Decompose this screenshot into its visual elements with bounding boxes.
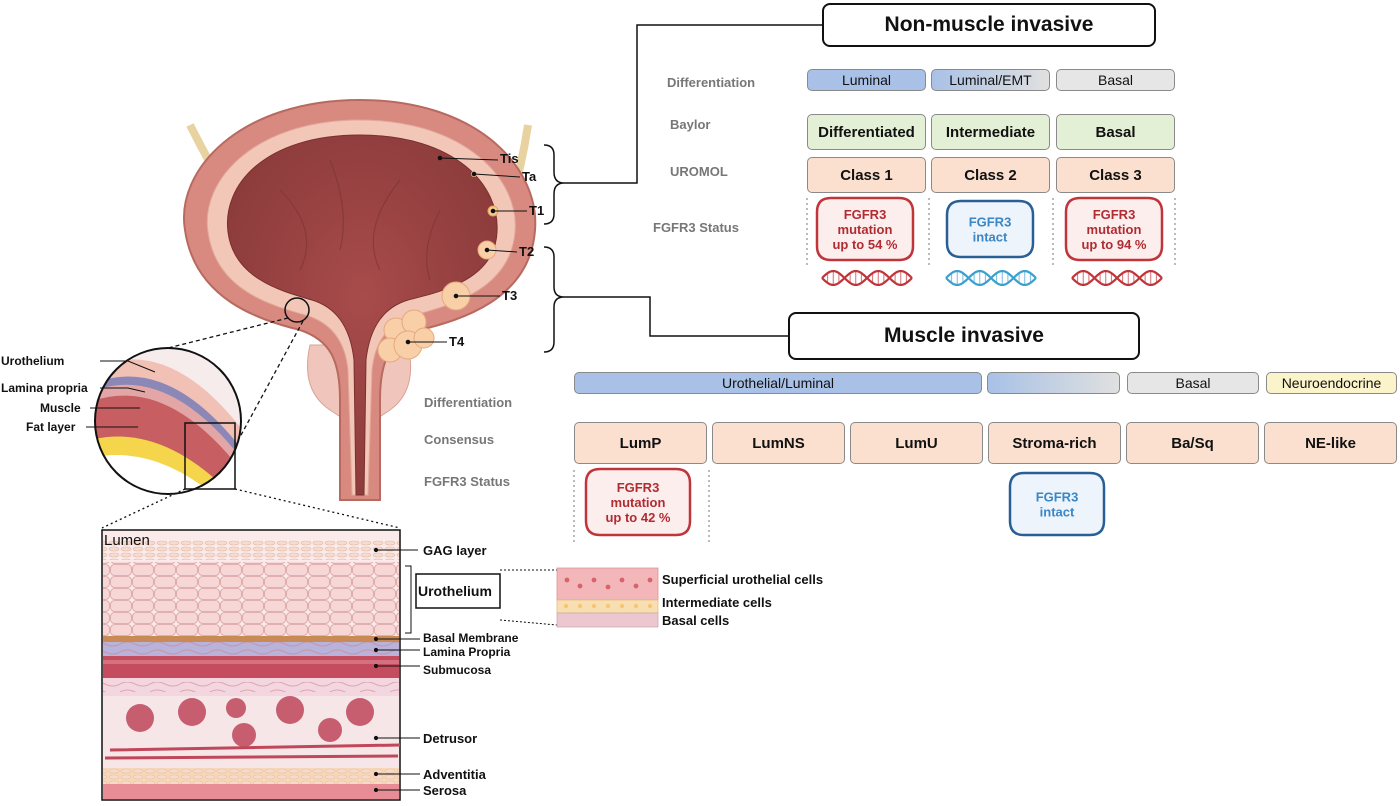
dna-strand — [1071, 270, 1163, 286]
fgfr3-badge-text: FGFR3 — [969, 215, 1012, 230]
mi-bracket — [543, 246, 565, 353]
mi-diff-basal: Basal — [1127, 372, 1259, 394]
wall-label-adventitia: Adventitia — [423, 767, 486, 782]
fgfr3-badge-text: mutation — [1087, 222, 1142, 237]
wall-leaders — [373, 547, 420, 793]
mag-label-urothelium: Urothelium — [1, 354, 65, 368]
fgfr3-badge-mutation — [1064, 196, 1164, 262]
baylor-differentiated: Differentiated — [807, 114, 926, 150]
nmi-bracket — [543, 144, 565, 225]
wall-label-lamina-propria: Lamina Propria — [423, 645, 511, 659]
urothelium-cells — [556, 567, 659, 628]
zoom-source-circle — [284, 297, 310, 323]
dna-strand — [821, 270, 913, 286]
consensus-ba-sq: Ba/Sq — [1126, 422, 1259, 464]
fgfr3-badge-text: FGFR3 — [1093, 207, 1136, 222]
fgfr3-badge-text: FGFR3 — [844, 207, 887, 222]
fgfr3-badge-text: up to 94 % — [1081, 237, 1146, 252]
fgfr3-badge-text: up to 42 % — [605, 510, 670, 525]
nmi-diff-basal: Basal — [1056, 69, 1175, 91]
lumen-label: Lumen — [104, 532, 150, 549]
uromol-class-1: Class 1 — [807, 157, 926, 193]
dna-icons — [821, 270, 1163, 286]
wall-label-serosa: Serosa — [423, 783, 467, 798]
wall-label-urothelium: Urothelium — [418, 583, 492, 599]
mi-row-label-consensus: Consensus — [424, 432, 495, 447]
consensus-stroma-rich: Stroma-rich — [988, 422, 1121, 464]
stage-leaders — [405, 155, 527, 345]
nmi-connector — [564, 24, 822, 184]
consensus-lumns: LumNS — [712, 422, 845, 464]
baylor-basal: Basal — [1056, 114, 1175, 150]
uromol-class-3: Class 3 — [1056, 157, 1175, 193]
bladder-lumen — [226, 134, 498, 496]
magnified-wall — [95, 348, 241, 494]
urothelium-box — [415, 573, 501, 609]
mi-diff-urothelial-luminal: Urothelial/Luminal — [574, 372, 982, 394]
fgfr3-badge-text: intact — [1040, 505, 1075, 520]
nmi-row-label-baylor: Baylor — [670, 117, 711, 132]
fgfr3-badge-text: mutation — [838, 222, 893, 237]
cell-label-superficial: Superficial urothelial cells — [662, 572, 824, 587]
consensus-lumu: LumU — [850, 422, 983, 464]
mi-row-label-differentiation: Differentiation — [424, 395, 513, 410]
fgfr3-badge-intact — [1008, 471, 1106, 537]
zoom-box — [184, 422, 236, 490]
tumor-t4 — [377, 309, 435, 363]
fgfr3-badge-text: FGFR3 — [1036, 490, 1079, 505]
baylor-intermediate: Intermediate — [931, 114, 1050, 150]
fgfr3-badge-text: mutation — [611, 495, 666, 510]
nmi-row-label-fgfr3: FGFR3 Status — [653, 220, 739, 235]
mag-label-muscle: Muscle — [40, 401, 81, 415]
dna-strand — [945, 270, 1037, 286]
stage-label: Tis — [500, 151, 519, 166]
stage-label: T1 — [529, 203, 544, 218]
mi-connector — [564, 296, 788, 337]
mi-diff-gradient — [987, 372, 1120, 394]
fgfr3-badge-mutation — [584, 467, 692, 537]
wall-cross-section — [101, 529, 401, 801]
nmi-diff-luminal-emt: Luminal/EMT — [931, 69, 1050, 91]
consensus-lump: LumP — [574, 422, 707, 464]
wall-label-basal-membrane: Basal Membrane — [423, 631, 519, 645]
nmi-row-label-uromol: UROMOL — [670, 164, 728, 179]
layer-leaders — [86, 360, 156, 428]
mi-diff-neuroendocrine: Neuroendocrine — [1266, 372, 1397, 394]
stage-label: Ta — [522, 169, 537, 184]
fgfr3-badge-intact — [945, 199, 1035, 259]
wall-label-detrusor: Detrusor — [423, 731, 478, 746]
mi-row-label-fgfr3: FGFR3 Status — [424, 474, 510, 489]
uromol-class-2: Class 2 — [931, 157, 1050, 193]
nmi-diff-luminal: Luminal — [807, 69, 926, 91]
cell-label-basal: Basal cells — [662, 613, 730, 628]
fgfr3-badge-text: FGFR3 — [617, 480, 660, 495]
mi-title: Muscle invasive — [788, 312, 1140, 360]
mag-label-lamina-propria: Lamina propria — [1, 381, 88, 395]
consensus-ne-like: NE-like — [1264, 422, 1397, 464]
column-separators — [573, 198, 1176, 545]
fgfr3-badge-text: intact — [973, 230, 1008, 245]
stage-label: T2 — [519, 244, 534, 259]
nmi-row-label-differentiation: Differentiation — [667, 75, 756, 90]
stage-label: T4 — [449, 334, 465, 349]
mag-label-fat-layer: Fat layer — [26, 420, 76, 434]
fgfr3-badge-mutation — [815, 196, 915, 262]
wall-label-gag: GAG layer — [423, 543, 487, 558]
stage-label: T3 — [502, 288, 517, 303]
fgfr3-badge-text: up to 54 % — [832, 237, 897, 252]
cell-label-intermediate: Intermediate cells — [662, 595, 772, 610]
nmi-title: Non-muscle invasive — [822, 3, 1156, 47]
wall-label-submucosa: Submucosa — [423, 663, 492, 677]
